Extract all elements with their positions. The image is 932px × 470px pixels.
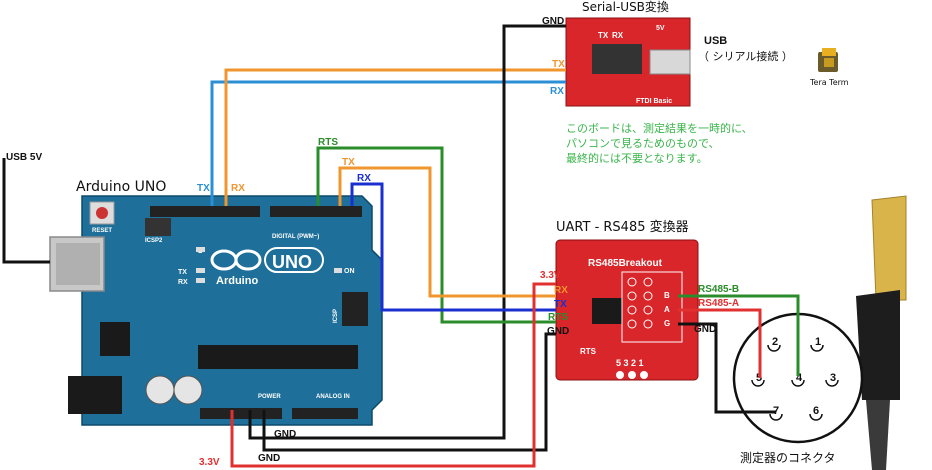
wire-gnd-connector [678, 322, 776, 414]
usb-title: USB [704, 35, 727, 47]
uno-tx-label: TX [197, 183, 210, 194]
ftdi-chip [592, 44, 642, 74]
uno-digital-label: DIGITAL (PWM~) [272, 234, 319, 240]
capacitor [173, 375, 203, 405]
rts-board-label: RTS [580, 347, 597, 356]
usb-sub: （ シリアル接続 ） [698, 49, 793, 63]
rts-top-label: RTS [318, 137, 338, 148]
mini-usb-port [649, 49, 691, 75]
rs485-chip [592, 298, 622, 324]
arduino-logo: UNO Arduino [210, 247, 324, 287]
usb-5v-label: USB 5V [6, 152, 42, 163]
ftdi-basic-label: FTDI Basic [636, 98, 672, 105]
g-pin-label: G [664, 319, 670, 328]
dc-jack [68, 376, 122, 414]
connector-caption: 測定器のコネクタ [740, 450, 836, 465]
note-line-2: パソコンで見るためのもので、 [566, 137, 720, 150]
uno-on-label: ON [344, 268, 355, 275]
uno-power-label: POWER [258, 394, 281, 400]
v33-bottom-label: 3.3V [199, 457, 220, 468]
pin-2-label: 2 [772, 336, 778, 348]
ftdi-tx-label: TX [598, 31, 609, 40]
wire-usb-5v [2, 158, 50, 264]
gnd-bottom-label-2: GND [258, 453, 280, 464]
note-line-3: 最終的には不要となります。 [566, 151, 708, 165]
rs485-a-label: RS485-A [698, 298, 739, 309]
pin-4-label: 4 [796, 372, 803, 384]
capacitor [145, 375, 175, 405]
uart-rs485-title: UART - RS485 変換器 [556, 219, 689, 235]
uno-icsp2-label: ICSP2 [145, 238, 163, 244]
gnd-connector-label: GND [694, 324, 716, 335]
gnd-top-label: GND [542, 16, 564, 27]
ftdi-rx-side-label: RX [550, 86, 564, 97]
uno-tx-led-label: TX [178, 269, 187, 276]
uno-analog-label: ANALOG IN [316, 394, 350, 400]
pin-7-label: 7 [773, 405, 779, 417]
serial-usb-title: Serial-USB変換 [582, 0, 669, 14]
a-pin-label: A [664, 305, 670, 314]
wire-rx-uno-ftdi [224, 68, 566, 206]
rx-mid-label: RX [357, 173, 371, 184]
wire-rs485-a [678, 308, 762, 378]
rx-right-label: RX [554, 285, 568, 296]
pin-3-label: 3 [830, 372, 836, 384]
note-line-1: このボードは、測定結果を一時的に、 [566, 121, 753, 135]
ftdi-tx-side-label: TX [552, 59, 565, 70]
tx-mid-label: TX [342, 157, 355, 168]
rs485-breakout-board: RS485Breakout RTS 5 3 2 1 B A G [555, 239, 699, 381]
b-pin-label: B [664, 291, 670, 300]
wire-tx-rs485 [338, 166, 556, 298]
ftdi-board: TX RX 5V FTDI Basic [565, 17, 691, 107]
uno-rx-label: RX [231, 183, 245, 194]
tx-right-label: TX [554, 299, 567, 310]
uno-icsp-label: ICSP [333, 309, 339, 323]
tera-term-icon [818, 48, 838, 72]
rts-right-label: RTS [548, 312, 568, 323]
v33-right-label: 3.3V [540, 270, 561, 281]
pin-1-label: 1 [815, 336, 821, 348]
sensor-probe [856, 195, 907, 470]
wire-rts [316, 146, 556, 324]
board-pins-label: 5 3 2 1 [616, 358, 644, 368]
gnd-bottom-label-1: GND [274, 429, 296, 440]
arduino-brand-text: Arduino [216, 275, 258, 287]
wire-tx-uno-ftdi [210, 80, 566, 206]
uno-rx-led-label: RX [178, 279, 188, 286]
wire-3v3 [230, 282, 556, 468]
pin-6-label: 6 [813, 405, 819, 417]
rs485-board-label: RS485Breakout [588, 258, 663, 269]
uno-logo-text: UNO [272, 252, 312, 272]
uno-reset-label: RESET [92, 228, 112, 234]
wire-gnd-ftdi [248, 24, 566, 440]
wire-rs485-b [678, 294, 800, 376]
arduino-uno-board: RESET ICSP2 UNO Arduino L TX RX ON DIGIT… [49, 195, 383, 426]
arduino-uno-title: Arduino UNO [76, 179, 166, 195]
tera-term-label: Tera Term [809, 78, 849, 87]
wire-rx-rs485 [350, 182, 556, 312]
rs485-b-label: RS485-B [698, 284, 739, 295]
ftdi-rx-label: RX [612, 31, 624, 40]
wires [2, 24, 800, 468]
ftdi-5v-label: 5V [656, 25, 665, 32]
gnd-right-label: GND [547, 326, 569, 337]
atmega-chip [198, 345, 358, 369]
wire-gnd-rs485 [262, 332, 556, 452]
